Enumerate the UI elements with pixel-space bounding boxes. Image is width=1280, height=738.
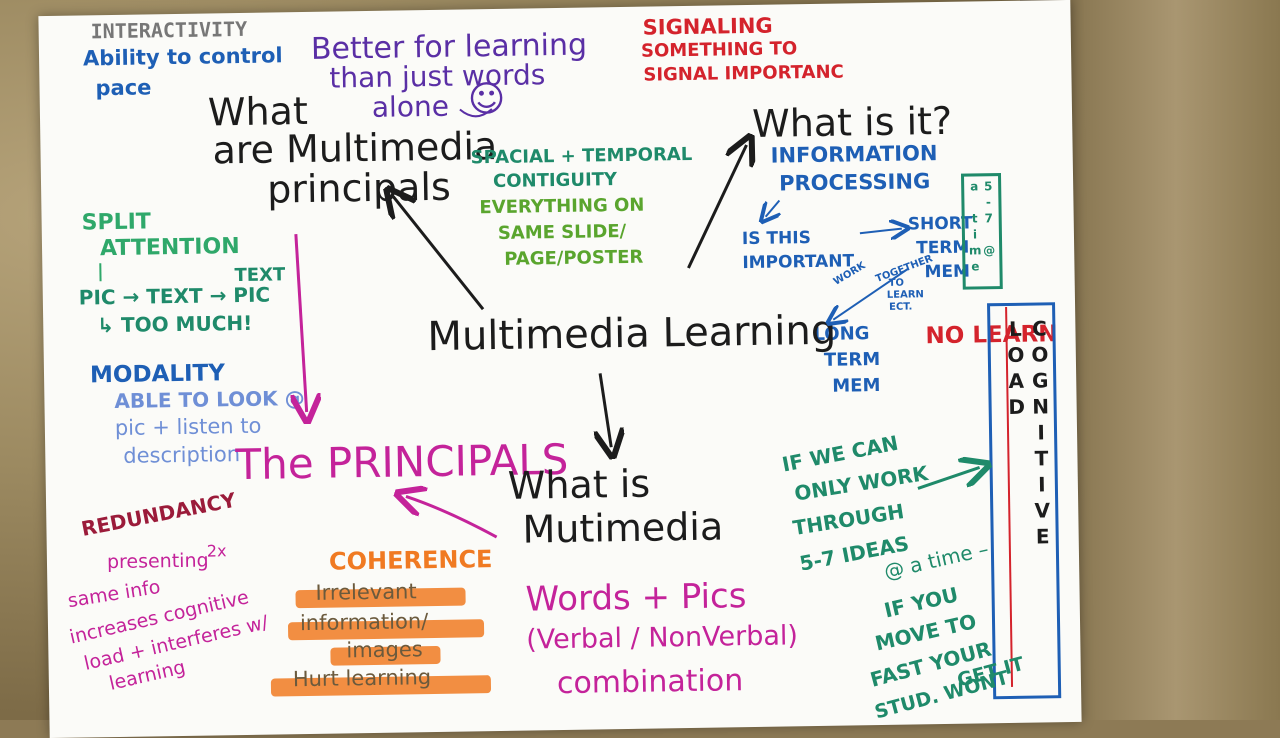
coherence-line1: Irrelevant [315, 580, 416, 604]
if-line3: THROUGH [791, 501, 905, 539]
coherence-heading: COHERENCE [329, 547, 493, 575]
arrow-to-what-is-mm [600, 373, 611, 447]
modality-line2: pic + listen to [115, 415, 262, 439]
info-work3: TO [889, 279, 904, 290]
interactivity-heading: INTERACTIVITY [90, 19, 247, 42]
redundancy-line2: same info [67, 578, 162, 612]
spatial-line4: SAME SLIDE/ [498, 223, 627, 244]
split-line5: ↳ TOO MUCH! [97, 313, 252, 336]
words-pics-line2: (Verbal / NonVerbal) [526, 622, 798, 655]
what-is-it: What is it? [752, 102, 953, 145]
info-work4: LEARN [887, 290, 924, 301]
split-line4: TEXT [234, 266, 285, 286]
signaling-heading: SIGNALING [642, 15, 772, 39]
center-title: Multimedia Learning [427, 310, 836, 358]
spatial-line1: SPACIAL + TEMPORAL [471, 146, 693, 168]
arrow-info-down [765, 201, 779, 217]
words-pics-line1: Words + Pics [525, 579, 746, 618]
info-long3: MEM [832, 377, 880, 397]
coherence-line2: information/ [300, 610, 429, 634]
five-seven-text: 5-7 @ a time [967, 179, 997, 283]
what-is-mm-line2: Mutimedia [522, 507, 723, 550]
arrow-to-principals-q [393, 195, 483, 310]
better-line3: alone [372, 92, 449, 123]
info-line2: PROCESSING [779, 170, 930, 194]
redundancy-heading: REDUNDANCY [80, 490, 238, 540]
coherence-line4: Hurt learning [293, 666, 432, 690]
info-important1: IS THIS [742, 230, 811, 249]
modality-line3: description [123, 443, 240, 467]
modality-heading: MODALITY [90, 361, 225, 387]
redundancy-line1b: 2x [207, 543, 227, 560]
what-are-line3: principals [267, 168, 451, 211]
split-line2: ATTENTION [100, 235, 240, 260]
words-pics-line3: combination [557, 665, 744, 699]
poster-sheet: INTERACTIVITY Ability to control pace Be… [38, 0, 1081, 738]
what-are-line2: are Multimedia [212, 127, 497, 171]
info-line1: INFORMATION [771, 142, 938, 167]
arrow-to-what-is-it [687, 145, 749, 268]
modality-line1: ABLE TO LOOK @ [114, 388, 305, 412]
arrow-to-principals-title [406, 495, 497, 538]
what-is-mm-line1: What is [508, 465, 651, 507]
info-long2: TERM [824, 351, 881, 371]
arrow-important-short [860, 229, 902, 234]
info-work5: ECT. [889, 302, 912, 313]
interactivity-line2: pace [95, 76, 151, 99]
info-important2: IMPORTANT [742, 253, 854, 273]
split-line1: SPLIT [81, 210, 151, 234]
smiley-icon: ☺ [467, 81, 505, 119]
spatial-line5: PAGE/POSTER [504, 249, 643, 270]
spatial-line2: CONTIGUITY [493, 171, 617, 192]
coherence-line3: images [346, 638, 423, 661]
better-line2: than just words [329, 60, 545, 93]
redundancy-line1: presenting [107, 552, 209, 574]
signaling-line1: SOMETHING TO [641, 40, 797, 61]
spatial-line3: EVERYTHING ON [479, 197, 644, 218]
split-line3: PIC → TEXT → PIC [79, 285, 271, 309]
interactivity-line1: Ability to control [83, 44, 283, 69]
signaling-line2: SIGNAL IMPORTANC [643, 64, 844, 86]
